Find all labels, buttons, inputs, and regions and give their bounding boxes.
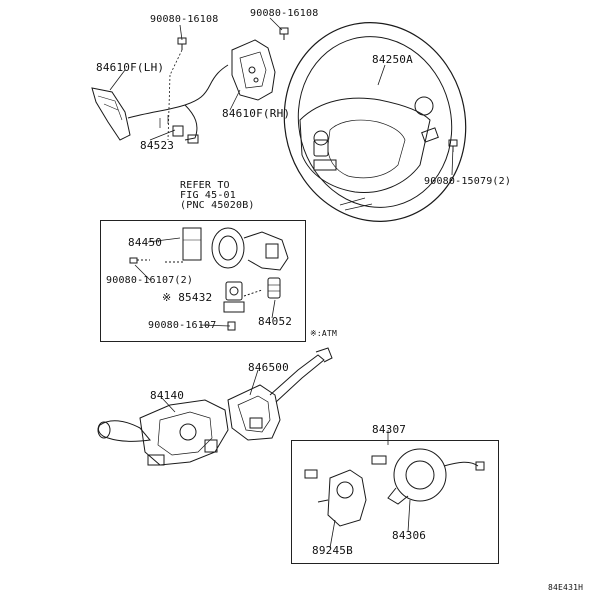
steering-wheel-icon	[283, 22, 467, 222]
switch-84450-icon	[165, 227, 202, 263]
label-bolt-box-pair: 90080-16107(2)	[106, 275, 194, 286]
combination-switch-body-icon	[211, 227, 289, 271]
column-switch-icon	[97, 399, 229, 466]
combo-switch-icon	[227, 347, 333, 441]
spiral-cable-box	[291, 440, 499, 564]
pad-lh-icon	[91, 87, 131, 141]
bolt-top-left-icon	[177, 37, 187, 50]
label-spiral-cable-group: 84307	[372, 423, 407, 436]
part-85432-icon	[223, 281, 245, 313]
label-column-switch: 84140	[150, 389, 185, 402]
bolt-wheel-icon	[448, 139, 458, 152]
label-part-84052: 84052	[258, 315, 293, 328]
leader-lines	[109, 17, 454, 549]
sensor-89245-icon	[304, 469, 367, 527]
label-bolt-wheel: 90080-15079(2)	[424, 176, 512, 187]
harness-icon	[127, 64, 229, 144]
label-sensor-89245: 89245B	[312, 544, 353, 557]
label-pad-lh: 84610F(LH)	[96, 61, 165, 74]
label-spiral-cable: 84306	[392, 529, 427, 542]
label-refer-line2: FIG 45-01	[180, 190, 236, 201]
figure-code: 84E431H	[548, 583, 584, 592]
label-refer-line1: REFER TO	[180, 180, 230, 191]
atm-dash	[243, 289, 263, 297]
bolt-box-single-icon	[227, 321, 236, 331]
label-combo-switch: 846500	[248, 361, 289, 374]
label-bolt-box-single: 90080-16107	[148, 320, 217, 331]
bolt-box-pair-icon	[129, 257, 150, 264]
label-bolt-top-left: 90080-16108	[150, 14, 219, 25]
label-bolt-top-right: 90080-16108	[250, 8, 319, 19]
part-84052-icon	[267, 277, 281, 299]
label-harness: 84523	[140, 139, 175, 152]
pad-rh-icon	[231, 39, 276, 101]
label-switch-84450: 84450	[128, 236, 163, 249]
label-pad-rh: 84610F(RH)	[222, 107, 291, 120]
label-atm-note: ※:ATM	[310, 329, 337, 338]
label-part-85432: ※ 85432	[162, 291, 213, 304]
bolt-top-right-icon	[279, 27, 289, 40]
label-refer-line3: (PNC 45020B)	[180, 200, 255, 211]
label-steering-wheel: 84250A	[372, 53, 413, 66]
spiral-cable-icon	[371, 448, 485, 505]
switch-assembly-box	[100, 220, 306, 342]
